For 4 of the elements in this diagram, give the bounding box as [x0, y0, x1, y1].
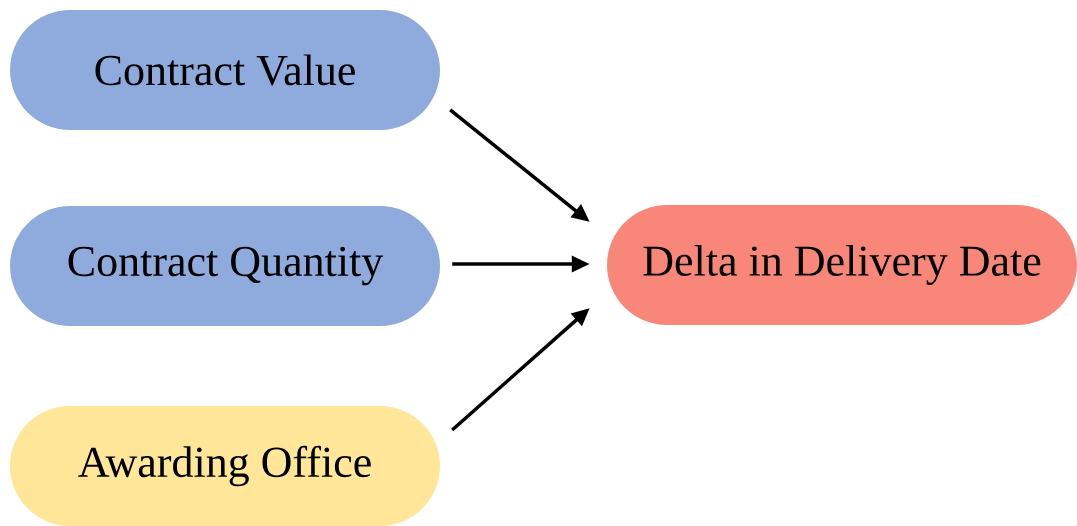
rounded-box: Contract Value [10, 10, 440, 130]
rounded-box: Contract Quantity [10, 206, 440, 326]
rounded-box: Awarding Office [10, 406, 440, 526]
rounded-box: Delta in Delivery Date [607, 205, 1077, 325]
